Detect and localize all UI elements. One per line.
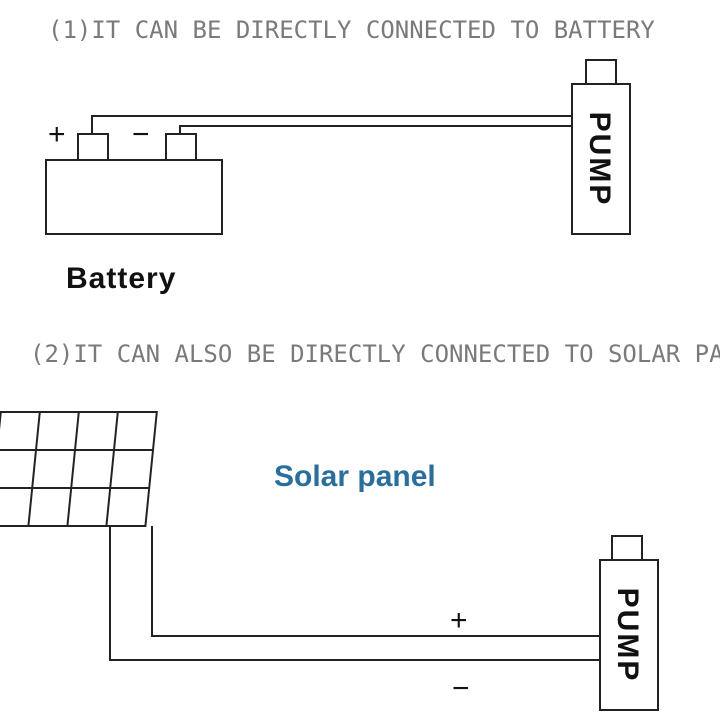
battery-plus-sign: + (48, 118, 66, 151)
pump-label-2: PUMP (611, 588, 644, 683)
battery-label: Battery (66, 262, 176, 295)
solar-wires (109, 526, 600, 661)
battery-wires (91, 115, 572, 134)
pump-icon (599, 535, 659, 711)
pump-label-1: PUMP (583, 112, 616, 207)
caption-solar-connection: (2)IT CAN ALSO BE DIRECTLY CONNECTED TO … (30, 340, 720, 368)
solar-panel-icon (0, 411, 158, 527)
solar-plus-sign: + (450, 604, 468, 637)
caption-battery-connection: (1)IT CAN BE DIRECTLY CONNECTED TO BATTE… (48, 16, 655, 44)
pump-icon (571, 59, 631, 235)
battery-minus-sign: − (132, 118, 150, 151)
solar-panel-label: Solar panel (274, 460, 436, 493)
solar-minus-sign: − (452, 672, 470, 705)
